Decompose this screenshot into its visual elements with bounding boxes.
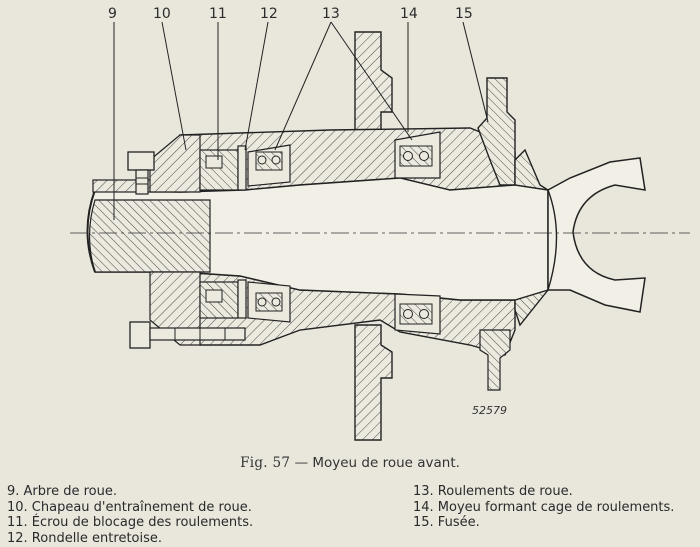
hub-cross-section-drawing: 9 10 11 12 13 14 15 52579	[70, 6, 690, 441]
callout-12: 12	[260, 6, 278, 22]
figure-number: Fig. 57	[240, 455, 291, 471]
callout-13: 13	[322, 6, 340, 22]
legend-right-column: 13. Roulements de roue. 14. Moyeu forman…	[413, 484, 674, 531]
legend-item-13: 13. Roulements de roue.	[413, 484, 573, 499]
callout-10: 10	[153, 6, 171, 22]
legend-item-11: 11. Écrou de blocage des roulements.	[7, 515, 254, 530]
callout-14: 14	[400, 6, 418, 22]
callout-15: 15	[455, 6, 473, 22]
figure-title: Moyeu de roue avant.	[312, 455, 460, 471]
bearing-lock-nut	[199, 149, 239, 319]
legend-item-12: 12. Rondelle entretoise.	[7, 530, 163, 546]
cap-bolt	[127, 151, 155, 195]
caption-dash: —	[294, 455, 309, 471]
legend-item-9: 9. Arbre de roue.	[7, 484, 117, 499]
legend-item-15: 15. Fusée.	[413, 515, 480, 530]
drive-yoke	[547, 157, 646, 313]
leader-lines	[113, 21, 489, 220]
callout-11: 11	[209, 6, 227, 22]
driving-cap	[149, 134, 201, 346]
legend-item-10: 10. Chapeau d'entraînement de roue.	[7, 499, 252, 515]
lower-stud-bolt	[129, 321, 246, 349]
wheel-bearings	[247, 131, 441, 335]
spacer-washer	[237, 145, 247, 319]
figure-caption: Fig. 57 — Moyeu de roue avant.	[0, 455, 700, 471]
drawing-serial-number: 52579	[472, 404, 507, 417]
legend-left-column: 9. Arbre de roue. 10. Chapeau d'entraîne…	[7, 484, 253, 546]
callout-9: 9	[108, 6, 117, 22]
legend-item-14: 14. Moyeu formant cage de roulements.	[413, 499, 675, 515]
